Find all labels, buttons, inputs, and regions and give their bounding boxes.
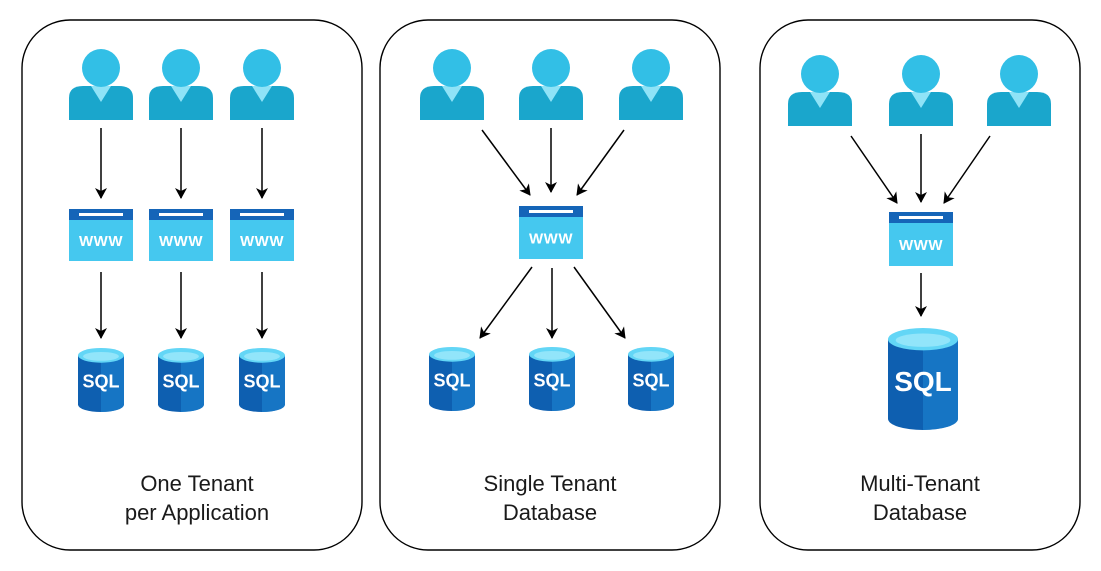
- caption-one-tenant-per-application: One Tenant per Application: [27, 469, 367, 527]
- sql-database-icon: SQL: [628, 347, 674, 411]
- flow-arrow: [573, 266, 626, 339]
- sql-database-icon: SQL: [429, 347, 475, 411]
- flow-arrow: [481, 129, 531, 196]
- user-icon: [788, 55, 852, 126]
- db-label: SQL: [82, 372, 119, 392]
- web-app-icon: WWW: [889, 212, 953, 266]
- caption-line: per Application: [124, 500, 270, 525]
- web-app-icon: WWW: [149, 209, 213, 261]
- sql-database-icon: SQL: [888, 328, 958, 430]
- sql-database-icon: SQL: [529, 347, 575, 411]
- caption-line: Database: [502, 500, 598, 525]
- sql-database-icon: SQL: [158, 348, 204, 412]
- user-icon: [230, 49, 294, 120]
- user-icon: [519, 49, 583, 120]
- db-label: SQL: [533, 371, 570, 391]
- web-label: WWW: [159, 233, 203, 250]
- flow-arrow: [943, 135, 991, 204]
- user-icon: [987, 55, 1051, 126]
- user-icon: [149, 49, 213, 120]
- db-label: SQL: [433, 371, 470, 391]
- caption-single-tenant-database: Single Tenant Database: [380, 469, 720, 527]
- flow-arrow: [850, 135, 898, 204]
- db-label: SQL: [243, 372, 280, 392]
- web-label: WWW: [529, 231, 573, 248]
- web-label: WWW: [79, 233, 123, 250]
- web-app-icon: WWW: [230, 209, 294, 261]
- web-label: WWW: [899, 237, 943, 254]
- flow-arrow: [576, 129, 625, 196]
- user-icon: [889, 55, 953, 126]
- user-icon: [69, 49, 133, 120]
- panel-one-tenant-per-application: [21, 19, 363, 551]
- caption-line: Multi-Tenant: [860, 471, 980, 496]
- db-label: SQL: [162, 372, 199, 392]
- db-label: SQL: [632, 371, 669, 391]
- caption-multi-tenant-database: Multi-Tenant Database: [750, 469, 1090, 527]
- sql-database-icon: SQL: [239, 348, 285, 412]
- user-icon: [619, 49, 683, 120]
- caption-line: Single Tenant: [483, 471, 617, 496]
- flow-arrow: [479, 266, 533, 339]
- panel-multi-tenant-database: [759, 19, 1081, 551]
- sql-database-icon: SQL: [78, 348, 124, 412]
- web-app-icon: WWW: [519, 206, 583, 259]
- caption-line: One Tenant: [140, 471, 254, 496]
- user-icon: [420, 49, 484, 120]
- web-label: WWW: [240, 233, 284, 250]
- caption-line: Database: [872, 500, 968, 525]
- db-label: SQL: [894, 366, 952, 397]
- panel-single-tenant-database: [379, 19, 721, 551]
- web-app-icon: WWW: [69, 209, 133, 261]
